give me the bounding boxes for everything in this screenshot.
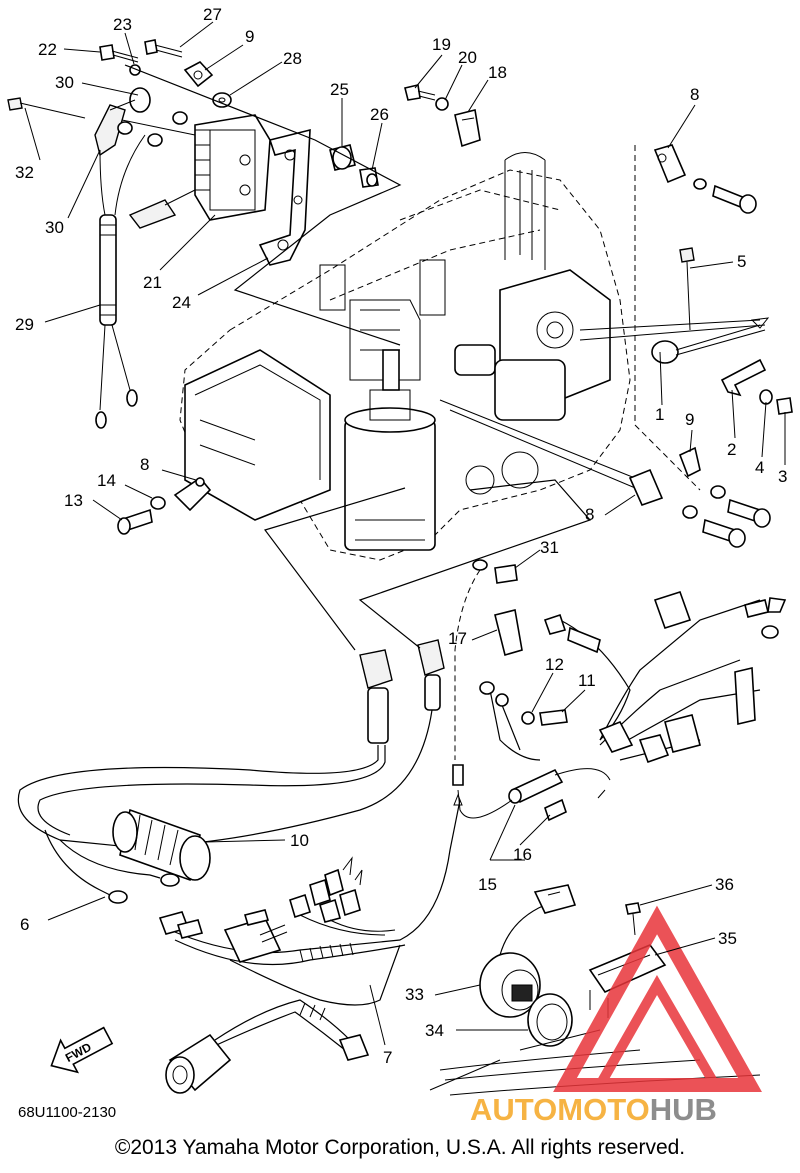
callout-28: 28 xyxy=(283,49,302,68)
exploded-view-drawing: FWD AUTOMOTOHUB xyxy=(7,5,793,1127)
callout-10: 10 xyxy=(290,831,309,850)
callout-27: 27 xyxy=(203,5,222,24)
watermark-text-gray: HUB xyxy=(650,1092,717,1127)
engine-block xyxy=(179,152,766,561)
callout-23: 23 xyxy=(113,15,132,34)
ignition-coil-group xyxy=(7,39,402,429)
automotohub-watermark: AUTOMOTOHUB xyxy=(470,905,762,1127)
lower-cables xyxy=(17,479,592,904)
callout-30-lower: 30 xyxy=(45,218,64,237)
callout-30-top: 30 xyxy=(55,73,74,92)
watermark-text-orange: AUTOMOTO xyxy=(470,1092,650,1127)
callout-5: 5 xyxy=(737,252,746,271)
wire-harness-main xyxy=(452,559,787,822)
copyright-footer: ©2013 Yamaha Motor Corporation, U.S.A. A… xyxy=(114,1136,686,1159)
callout-16: 16 xyxy=(513,845,532,864)
clamp-group-top xyxy=(404,84,481,148)
forward-arrow: FWD xyxy=(50,1026,114,1074)
callout-6: 6 xyxy=(20,915,29,934)
callout-20: 20 xyxy=(458,48,477,67)
callout-19: 19 xyxy=(432,35,451,54)
callout-9-lower: 9 xyxy=(685,410,694,429)
callout-8-upper: 8 xyxy=(690,85,699,104)
callout-labels: 1 2 3 4 5 6 7 8 8 8 9 9 10 11 12 13 14 1… xyxy=(15,5,787,1067)
callout-2: 2 xyxy=(727,440,736,459)
right-side-fasteners xyxy=(628,144,793,548)
callout-3: 3 xyxy=(778,467,787,486)
svg-text:AUTOMOTOHUB: AUTOMOTOHUB xyxy=(470,1092,717,1127)
callout-29: 29 xyxy=(15,315,34,334)
callout-15: 15 xyxy=(478,875,497,894)
callout-31: 31 xyxy=(540,538,559,557)
callout-17: 17 xyxy=(448,629,467,648)
callout-25: 25 xyxy=(330,80,349,99)
callout-14: 14 xyxy=(97,471,116,490)
callout-26: 26 xyxy=(370,105,389,124)
callout-36: 36 xyxy=(715,875,734,894)
callout-32: 32 xyxy=(15,163,34,182)
leader-lines xyxy=(24,21,786,1046)
wire-harness-7 xyxy=(158,799,461,1094)
callout-18: 18 xyxy=(488,63,507,82)
callout-9-top: 9 xyxy=(245,27,254,46)
callout-24: 24 xyxy=(172,293,191,312)
switch-group xyxy=(429,884,761,1096)
callout-33: 33 xyxy=(405,985,424,1004)
callout-1: 1 xyxy=(655,405,664,424)
part-code-label: 68U1100-2130 xyxy=(18,1104,116,1121)
callout-8-lower: 8 xyxy=(585,505,594,524)
callout-35: 35 xyxy=(718,929,737,948)
left-clamp-group xyxy=(117,476,212,535)
callout-34: 34 xyxy=(425,1021,444,1040)
callout-21: 21 xyxy=(143,273,162,292)
callout-4: 4 xyxy=(755,458,764,477)
callout-11: 11 xyxy=(578,671,596,690)
callout-7: 7 xyxy=(383,1048,392,1067)
callout-8-left: 8 xyxy=(140,455,149,474)
callout-13: 13 xyxy=(64,491,83,510)
callout-22: 22 xyxy=(38,40,57,59)
callout-12: 12 xyxy=(545,655,564,674)
